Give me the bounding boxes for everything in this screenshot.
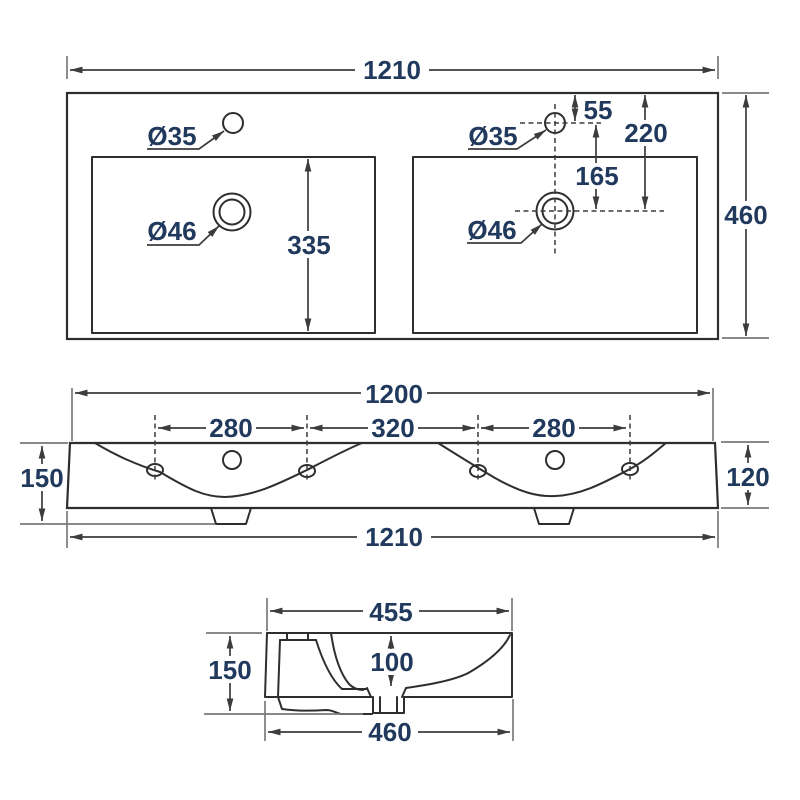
front-right-tap-hole — [545, 450, 565, 470]
front-body — [65, 441, 720, 510]
plan-left-tap-hole — [222, 112, 244, 134]
front-bottom-width-label: 1210 — [365, 522, 423, 552]
hole-spacing-right-label: 280 — [532, 413, 575, 443]
dim-side-bowl-depth: 100 — [364, 636, 419, 686]
front-right-bowl-curve — [437, 442, 667, 498]
dim-side-top-depth: 455 — [266, 597, 513, 631]
callout-left-tap: Ø35 — [147, 121, 225, 151]
waste-from-back-label: 220 — [624, 118, 667, 148]
left-tap-diameter-label: Ø35 — [147, 121, 196, 151]
front-right-waste-trap — [533, 507, 575, 525]
right-waste-diameter-label: Ø46 — [467, 215, 516, 245]
callout-left-waste: Ø46 — [147, 216, 220, 246]
callout-right-waste: Ø46 — [467, 215, 543, 245]
side-view: 455 100 150 460 — [204, 597, 514, 747]
plan-overall-depth-label: 460 — [724, 200, 767, 230]
dim-side-bottom-depth: 460 — [264, 699, 514, 747]
tap-to-waste-label: 165 — [575, 161, 618, 191]
hole-spacing-centre-label: 320 — [371, 413, 414, 443]
dim-hole-spacing-left: 280 — [158, 413, 304, 443]
dim-side-height: 150 — [204, 632, 363, 715]
left-waste-diameter-label: Ø46 — [147, 216, 196, 246]
side-bottom-depth-label: 460 — [368, 717, 411, 747]
side-bowl-depth-label: 100 — [370, 647, 413, 677]
dim-front-body-height: 120 — [721, 441, 771, 509]
plan-left-waste-hole — [212, 192, 252, 232]
dim-hole-spacing-right: 280 — [481, 413, 626, 443]
front-view: 280 320 280 1200 150 — [19, 379, 771, 552]
bowl-depth-plan-label: 335 — [287, 230, 330, 260]
dim-hole-spacing-centre: 320 — [310, 413, 475, 443]
plan-view: 1210 460 55 220 165 — [65, 55, 769, 341]
front-left-waste-trap — [210, 507, 252, 525]
front-body-height-label: 120 — [726, 462, 769, 492]
front-top-width-label: 1200 — [365, 379, 423, 409]
side-top-depth-label: 455 — [369, 597, 412, 627]
dim-bowl-depth-plan: 335 — [286, 159, 331, 331]
dim-plan-overall-width: 1210 — [66, 55, 719, 85]
dim-plan-overall-depth: 460 — [722, 92, 769, 339]
right-tap-diameter-label: Ø35 — [468, 121, 517, 151]
hole-spacing-left-label: 280 — [209, 413, 252, 443]
dim-waste-from-back: 220 — [624, 95, 668, 209]
front-height-label: 150 — [20, 463, 63, 493]
plan-left-bowl — [91, 156, 376, 334]
tap-from-back-label: 55 — [584, 95, 613, 125]
front-left-tap-hole — [222, 450, 242, 470]
dim-tap-to-waste: 165 — [575, 125, 619, 209]
front-centrelines — [154, 415, 631, 483]
plan-overall-width-label: 1210 — [363, 55, 421, 85]
plan-centrelines — [515, 104, 664, 257]
dim-front-top-width: 1200 — [71, 379, 714, 441]
side-inner-profile — [277, 632, 511, 698]
dim-front-height: 150 — [19, 442, 215, 525]
dim-front-bottom-width: 1210 — [66, 511, 719, 552]
side-height-label: 150 — [208, 655, 251, 685]
callout-right-tap: Ø35 — [468, 121, 547, 151]
plan-outer-rim — [65, 91, 720, 341]
front-left-bowl-curve — [94, 442, 363, 498]
dim-tap-from-back: 55 — [571, 95, 613, 125]
side-body-outline — [264, 632, 513, 715]
